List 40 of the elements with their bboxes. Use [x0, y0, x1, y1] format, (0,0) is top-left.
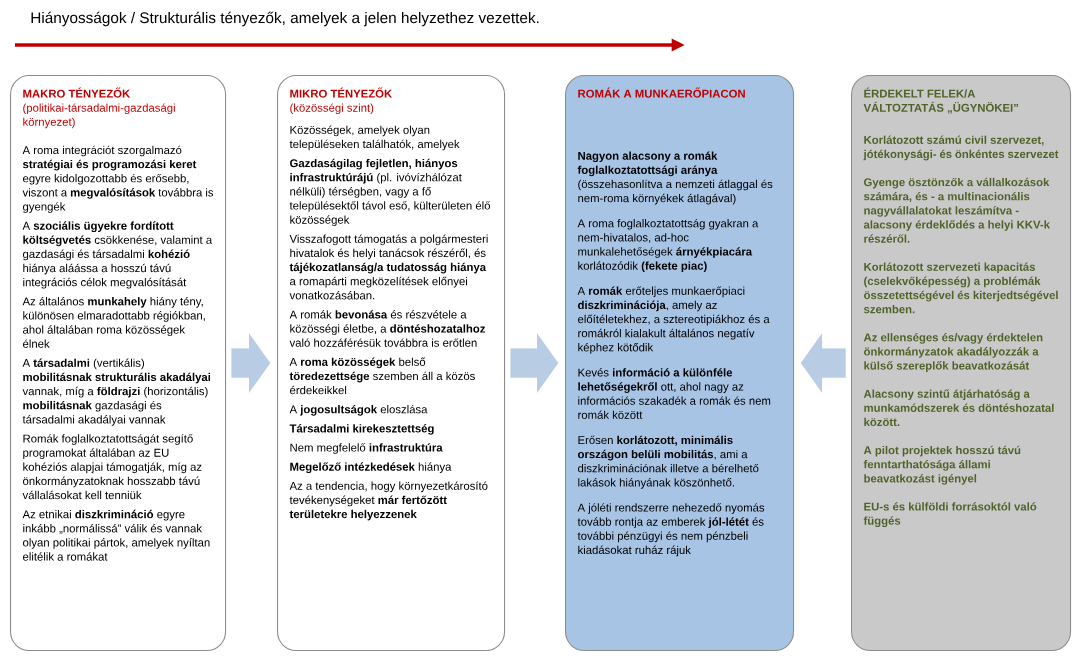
paragraph: Az általános munkahely hiány tény, különösen elmaradottabb régiókban, ahol általában roma közösségek élnek [22, 297, 205, 348]
paragraph: Az ellenséges és/vagy érdektelen önkormányzatok akadályozzák a külső szereplők beavatkozását [863, 333, 1043, 372]
paragraph: Erősen korlátozott, minimális országon belüli mobilitás, ami a diszkriminációnak illetve a bérelhető lakások hiányának köszönhető. [578, 435, 759, 489]
paragraph: Korlátozott szervezeti kapacitás (cselekvőképesség) a problémák összetettségével és kiterjedtségével szemben. [863, 262, 1058, 314]
paragraph: A pilot projektek hosszú távú fenntarthatósága állami beavatkozást igényel [863, 445, 1021, 485]
title: Hiányosságok / Strukturális tényezők, amelyek a jelen helyzethez vezettek. [31, 11, 539, 27]
paragraph: A jóléti rendszerre nehezedő nyomás tovább rontja az emberek jól-létét és további pénzügyi és nem pénzbeli kiadásokat ruház rájuk [577, 503, 765, 557]
paragraph: Az a tendencia, hogy környezetkárosító tevékenységeket már fertőzött területekre helyezzenek [289, 481, 488, 521]
paragraph: Nagyon alacsony a romák foglalkoztatottsági aránya (összehasonlítva a nemzeti átlaggal és nem-roma környékek átlagával) [577, 151, 773, 205]
column-box [565, 75, 795, 652]
column-box [277, 75, 506, 652]
heading: MAKRO TÉNYEZŐK [23, 87, 131, 98]
paragraph: Megelőző intézkedések hiánya [290, 462, 452, 474]
paragraph: Alacsony szintű átjárhatóság a munkamódszerek és döntéshozatal között. [863, 389, 1054, 427]
heading: ÉRDEKELT FELEK/A VÁLTOZTATÁS „ÜGYNÖKEI” [863, 87, 1018, 114]
subheading: (politikai-társadalmi-gazdasági környezet) [23, 103, 175, 129]
paragraph: Visszafogott támogatás a polgármesteri hivatalok és helyi tanácsok részéről, és tájékozatlanság/a tudatosság hiánya a romapárti megközelítések előnyei vonatkozásában. [289, 234, 488, 300]
paragraph: Romák foglalkoztatottságát segítő programokat általában az EU kohéziós alapjai támogatják, míg az önkormányzatoknak hosszabb távú vállalásokat kell tenniük [22, 434, 202, 500]
heading: MIKRO TÉNYEZŐK [290, 87, 393, 98]
column-box [10, 75, 227, 652]
subheading: (közösségi szint) [290, 103, 374, 115]
paragraph: A jogosultságok eloszlása [289, 404, 428, 416]
paragraph: A szociális ügyekre fordított költségvetés csökkenése, valamint a gazdasági és társadalmi kohézió hiánya aláássa a hosszú távú integrációs célok megvalósítását [22, 221, 213, 289]
paragraph: Az etnikai diszkrimináció egyre inkább „normálissá” válik és vannak olyan politikai pártok, amelyek nyíltan elitélik a romákat [22, 509, 210, 561]
paragraph: Gyenge ösztönzők a vállalkozások számára, és - a multinacionális nagyvállalatokat leszámítva - alacsony érdeklődés a helyi KKV-k részéről. [863, 177, 1050, 243]
paragraph: A társadalmi (vertikális) mobilitásnak strukturális akadályai vannak, míg a földrajzi (horizontális) mobilitásnak gazdasági és társadalmi akadályai vannak [22, 358, 211, 426]
paragraph: Kevés információ a különféle lehetőségekről ott, ahol nagy az információs szakadék a romák és nem romák között [578, 368, 771, 419]
heading: ROMÁK A MUNKAERŐPIACON [578, 87, 745, 98]
paragraph: A roma foglalkoztatottság gyakran a nem-hivatalos, ad-hoc munkalehetőségek árnyékpiacára korlátozódik (fekete piac) [577, 218, 759, 272]
paragraph: Nem megfelelő infrastruktúra [290, 443, 443, 454]
paragraph: A roma integrációt szorgalmazó stratégiai és programozási keret egyre kidolgozottabb és erősebb, viszont a megvalósítások továbbra is gyengék [22, 145, 214, 213]
paragraph: A roma közösségek belső töredezettsége szemben áll a közös érdekeikkel [289, 357, 475, 395]
paragraph: Társadalmi kirekesztettség [289, 424, 434, 435]
paragraph: A romák bevonása és részvétele a közösségi életbe, a döntéshozatalhoz való hozzáférésük továbbra is erőtlen [289, 310, 485, 347]
paragraph: Közösségek, amelyek olyan településeken találhatók, amelyek [289, 125, 460, 151]
paragraph: Korlátozott számú civil szervezet, jótékonysági- és önkéntes szervezet [863, 135, 1059, 161]
column-box [851, 75, 1072, 652]
paragraph: A romák erőteljes munkaerőpiaci diszkriminációja, amely az előítéletekhez, a sztereotipiákhoz és a romákról kialakult általános negatív képhez kötődik [577, 286, 770, 354]
paragraph: Gazdaságilag fejletlen, hiányos infrastruktúrájú (pl. ivóvízhálózat nélküli) térségben, vagy a fő településektől távol eső, külterületen élő közösségek [289, 158, 491, 226]
paragraph: EU-s és külföldi forrásoktól való függés [863, 502, 1037, 528]
